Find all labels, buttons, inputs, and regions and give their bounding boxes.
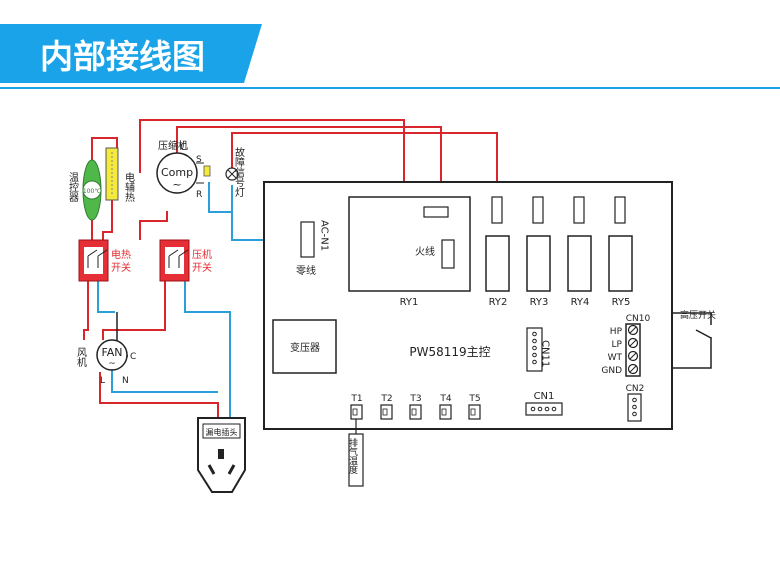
- fault-light-label: 故障信号灯: [233, 146, 245, 198]
- sensor-t3-label: T3: [409, 394, 421, 404]
- ry1-terminal-live: [441, 239, 455, 269]
- high-pressure-switch-label: 高压开关: [680, 309, 716, 321]
- compressor: Comp ~: [156, 152, 211, 194]
- live-label: 火线: [415, 245, 435, 258]
- cn1-label: CN1: [534, 391, 555, 402]
- sensor-t4-label: T4: [439, 394, 451, 404]
- cn2-connector: [627, 393, 642, 422]
- fan-label: FAN: [101, 346, 122, 359]
- comp-label: Comp: [161, 166, 193, 179]
- cn2-label: CN2: [626, 384, 645, 394]
- sensor-t1-label: T1: [350, 394, 362, 404]
- sensor-connectors: [350, 404, 481, 420]
- ry2-label: RY2: [489, 297, 508, 308]
- cn11-connector: [526, 327, 543, 372]
- ry5-label: RY5: [612, 297, 631, 308]
- ac-n1-connector: [300, 221, 315, 258]
- cn11-label: CN11: [540, 340, 551, 367]
- heater-label: 电辅热: [123, 171, 135, 203]
- compressor-switch-label: 压机开关: [192, 248, 212, 274]
- sensor-t2-label: T2: [380, 394, 392, 404]
- compressor-switch: [159, 239, 190, 282]
- comp-terminal-r: R: [196, 190, 202, 200]
- cn10-label: CN10: [626, 314, 651, 324]
- cn10-pin-hp: HP: [610, 327, 623, 337]
- fan-terminal-l: L: [100, 376, 105, 386]
- ry3-label: RY3: [530, 297, 549, 308]
- leakage-plug-label: 漏电插头: [206, 427, 238, 437]
- fault-light-icon: [225, 167, 239, 181]
- svg-text:~: ~: [172, 178, 181, 191]
- page-title: 内部接线图: [40, 37, 205, 76]
- fan-terminal-c: C: [130, 352, 136, 362]
- heater-switch: [78, 239, 109, 282]
- fan-side-label: 风机: [75, 347, 87, 368]
- fan-terminal-n: N: [122, 376, 129, 386]
- ry1-label: RY1: [400, 297, 419, 308]
- relay-bank: [485, 196, 633, 292]
- compressor-label: 压缩机: [158, 139, 188, 152]
- thermostat-temp: 100℃: [83, 188, 101, 195]
- cn1-connector: [525, 402, 563, 416]
- cn10-pin-lp: LP: [612, 340, 623, 350]
- header: 内部接线图: [0, 24, 780, 89]
- neutral-label: 零线: [296, 264, 316, 277]
- transformer-label: 变压器: [290, 341, 320, 354]
- exhaust-temp-probe: [348, 419, 364, 487]
- comp-terminal-s: S: [196, 155, 202, 165]
- cn10-pin-wt: WT: [608, 353, 623, 363]
- thermostat: 100℃: [82, 159, 102, 221]
- board-name: PW58119主控: [409, 345, 490, 359]
- heater: [105, 147, 119, 201]
- ry4-label: RY4: [571, 297, 590, 308]
- ac-n1-label: AC-N1: [319, 220, 330, 251]
- svg-text:~: ~: [108, 359, 116, 369]
- leakage-plug: [197, 417, 246, 493]
- cn10-pin-gnd: GND: [601, 366, 622, 376]
- thermostat-label: 温控器: [67, 172, 79, 203]
- exhaust-temp-label: 排气温度: [347, 437, 358, 475]
- ry1-terminal-top: [423, 206, 449, 218]
- sensor-t5-label: T5: [468, 394, 480, 404]
- cn10-connector: [625, 323, 641, 377]
- transformer: [272, 319, 337, 374]
- fan: FAN ~: [96, 339, 128, 371]
- comp-terminal-c: C: [180, 142, 187, 153]
- heater-switch-label: 电热开关: [111, 248, 131, 274]
